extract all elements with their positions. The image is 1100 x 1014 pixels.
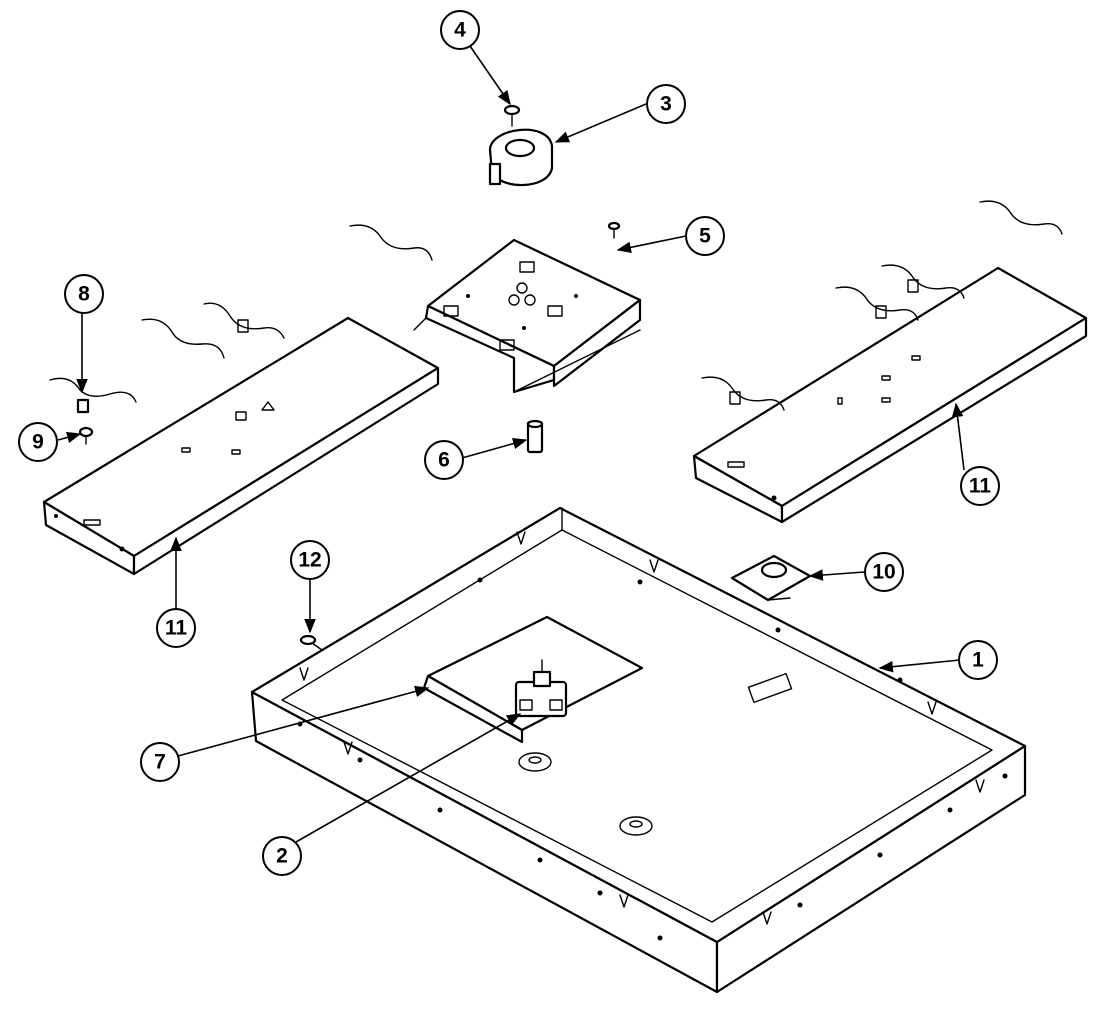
part-side-panel-right — [692, 266, 1088, 524]
svg-text:6: 6 — [438, 449, 450, 472]
part-screw-12 — [299, 634, 323, 651]
callout-8: 8 — [64, 274, 104, 314]
svg-text:1: 1 — [972, 649, 984, 672]
svg-text:3: 3 — [660, 93, 672, 116]
part-screw-9 — [78, 426, 94, 445]
wire-springs — [141, 200, 1063, 411]
svg-text:9: 9 — [32, 431, 44, 454]
callout-9: 9 — [18, 422, 58, 462]
callout-5: 5 — [685, 216, 725, 256]
callout-3: 3 — [646, 84, 686, 124]
part-clip-8 — [49, 377, 137, 414]
svg-text:8: 8 — [78, 283, 90, 306]
callout-2: 2 — [262, 836, 302, 876]
svg-text:2: 2 — [276, 845, 288, 868]
part-base-pan — [250, 506, 1027, 994]
callout-11-left: 11 — [156, 608, 196, 648]
svg-text:5: 5 — [699, 225, 711, 248]
part-side-panel-left — [42, 316, 440, 576]
svg-text:10: 10 — [872, 561, 895, 584]
callout-11-right: 11 — [960, 466, 1000, 506]
callout-1: 1 — [958, 640, 998, 680]
svg-text:7: 7 — [154, 751, 166, 774]
callout-12: 12 — [290, 540, 330, 580]
callout-10: 10 — [864, 552, 904, 592]
part-bezel — [488, 128, 554, 187]
part-switch-plate — [730, 554, 812, 602]
part-screw-4 — [503, 104, 521, 127]
svg-text:12: 12 — [298, 549, 321, 572]
callout-6: 6 — [424, 440, 464, 480]
callout-7: 7 — [140, 742, 180, 782]
part-pin-6 — [526, 419, 544, 454]
part-control-box — [413, 238, 642, 394]
svg-text:4: 4 — [454, 19, 466, 42]
callout-4: 4 — [440, 10, 480, 50]
svg-text:11: 11 — [165, 617, 188, 640]
part-switch — [514, 659, 568, 718]
svg-text:11: 11 — [969, 475, 992, 498]
leader-lines — [57, 45, 965, 843]
